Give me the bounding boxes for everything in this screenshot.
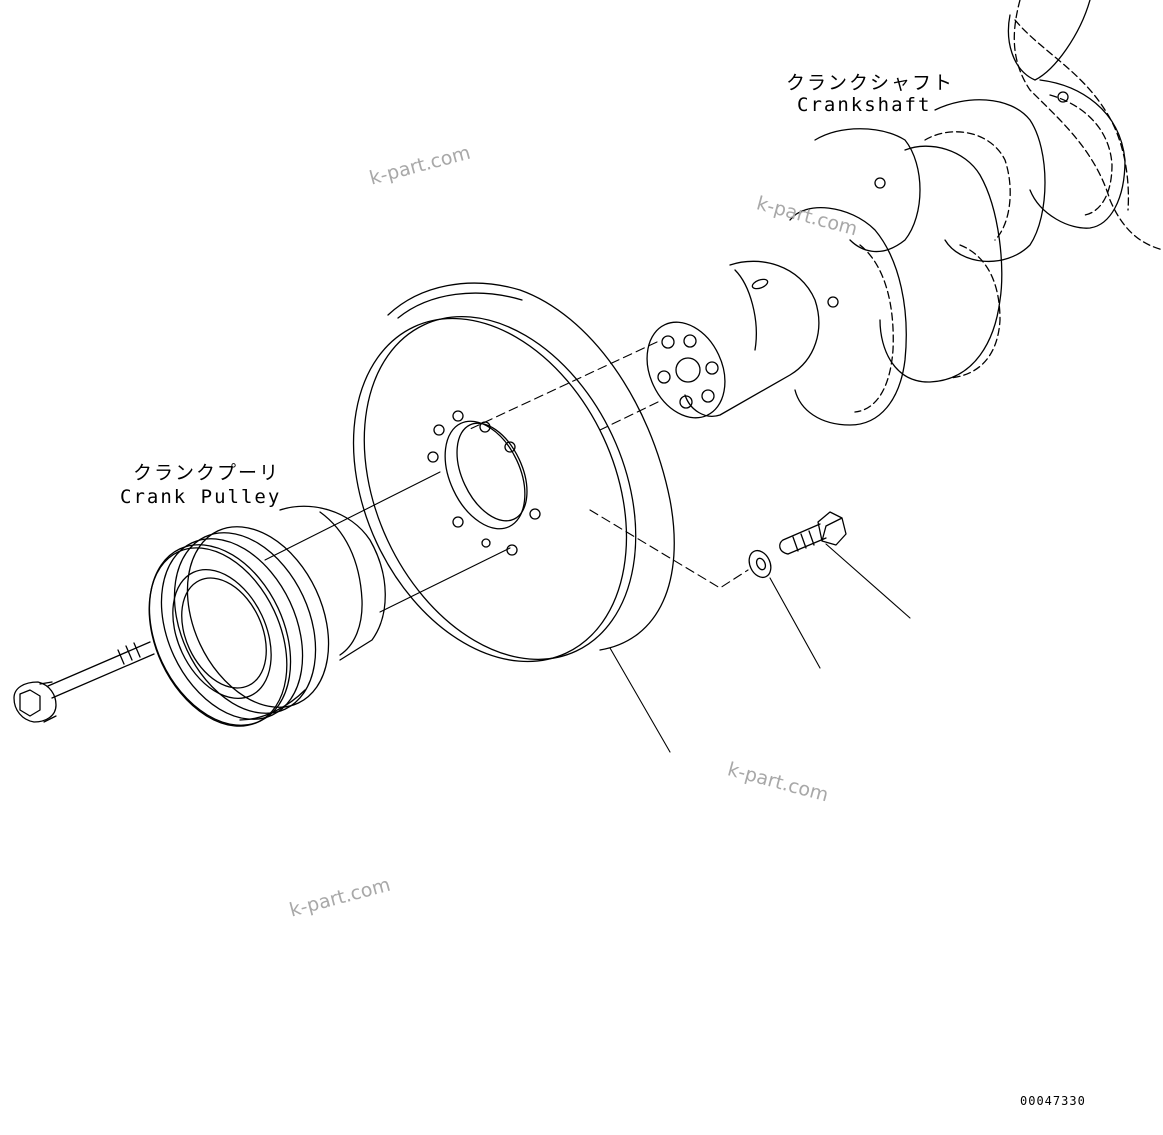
damper-rim	[387, 282, 675, 651]
crank-web-front-lower	[789, 207, 907, 426]
crankshaft-nose-face	[646, 321, 726, 419]
crank-web-front	[814, 128, 921, 253]
crankshaft-label-ja: クランクシャフト	[786, 72, 955, 94]
pulley-groove-3	[160, 538, 304, 720]
washer-outer	[748, 549, 772, 579]
crankshaft-counterweight-rear	[1029, 79, 1126, 229]
damper-hole-8	[481, 538, 491, 548]
damper-hole-9	[506, 544, 518, 556]
crank-web-middle-dash	[924, 131, 1011, 241]
nose-bolt-hole-2	[683, 334, 697, 348]
nose-bolt-hole-3	[705, 361, 719, 375]
crank-pulley	[148, 505, 386, 727]
crank-web-middle	[934, 99, 1046, 263]
crankshaft-counterweight-rear-dash	[1049, 94, 1113, 216]
damper-hole-5	[427, 451, 439, 463]
damper-center-bore-inner	[456, 422, 528, 522]
washer	[748, 549, 772, 579]
centerline-bolt-path	[589, 509, 749, 589]
leader-damper	[609, 647, 671, 753]
damper-bolt	[779, 511, 847, 555]
crankshaft	[646, 0, 1163, 426]
engine-block-outline-inner	[1014, 19, 1130, 211]
bolt-shank-top	[47, 641, 151, 687]
bolt-head-flange	[39, 681, 57, 723]
bolt-thread	[117, 642, 141, 665]
damper-face	[352, 317, 628, 663]
damper-center-bore	[444, 420, 526, 530]
damper-hole-1	[433, 424, 445, 436]
nose-bolt-hole-4	[701, 389, 715, 403]
damper-hole-7	[452, 516, 464, 528]
crank-web-middle-lower-dash	[949, 244, 1001, 379]
damper	[352, 282, 675, 663]
crankshaft-label-en: Crankshaft	[797, 94, 932, 116]
damper-hole-4	[504, 441, 516, 453]
crankshaft-keyway	[751, 278, 769, 290]
oil-hole-journal	[827, 296, 839, 308]
damper-face-edge	[363, 316, 637, 660]
nose-bolt-hole-1	[661, 335, 675, 349]
crank-web-middle-lower	[879, 145, 1003, 383]
nose-bolt-hole-6	[657, 370, 671, 384]
bolt-shank-bottom	[51, 653, 155, 699]
leader-lines	[609, 543, 911, 753]
oil-hole-front	[874, 177, 886, 189]
pulley-front-face	[148, 547, 288, 727]
pulley-groove-1	[186, 526, 330, 708]
crankshaft-nose-step	[734, 269, 757, 351]
engine-block-outline	[1013, 0, 1163, 251]
crank-web-front-lower-dash	[854, 244, 894, 413]
damper-bolt-shank	[782, 523, 827, 555]
pulley-hub-step	[319, 511, 363, 656]
leader-damper-bolt	[825, 543, 911, 619]
crank-pulley-label-ja: クランクプーリ	[133, 462, 281, 484]
bolt-head-hex	[19, 689, 41, 717]
damper-bolt-head	[817, 511, 847, 546]
assembly-lines	[264, 341, 749, 613]
centerline-lower	[599, 401, 659, 431]
crank-pulley-label-en: Crank Pulley	[120, 486, 282, 508]
damper-bolt-thread	[792, 530, 815, 552]
damper-hole-2	[452, 410, 464, 422]
damper-rim-inner	[397, 292, 523, 319]
centerline-nose-to-pulley	[467, 341, 658, 431]
pulley-groove-2	[173, 532, 317, 714]
drawing-code: 00047330	[1020, 1094, 1086, 1108]
damper-hole-6	[529, 508, 541, 520]
leader-washer	[769, 577, 821, 669]
engine-block-edge	[1007, 0, 1091, 81]
centerline-pulley	[264, 471, 441, 561]
pulley-hub	[279, 505, 386, 661]
oil-hole-rear	[1057, 91, 1069, 103]
washer-inner	[755, 557, 767, 571]
damper-bolt-tip	[779, 539, 789, 555]
pulley-bore	[181, 577, 267, 689]
centerline-lower-2	[379, 547, 511, 613]
pulley-lower-rim	[239, 689, 306, 721]
crankshaft-nose-body	[684, 260, 820, 417]
bolt-head	[13, 681, 57, 723]
pulley-bolt	[13, 641, 155, 723]
nose-bolt-hole-5	[679, 395, 693, 409]
pulley-front-inner-ring	[172, 568, 272, 700]
nose-center-hole	[675, 357, 701, 383]
